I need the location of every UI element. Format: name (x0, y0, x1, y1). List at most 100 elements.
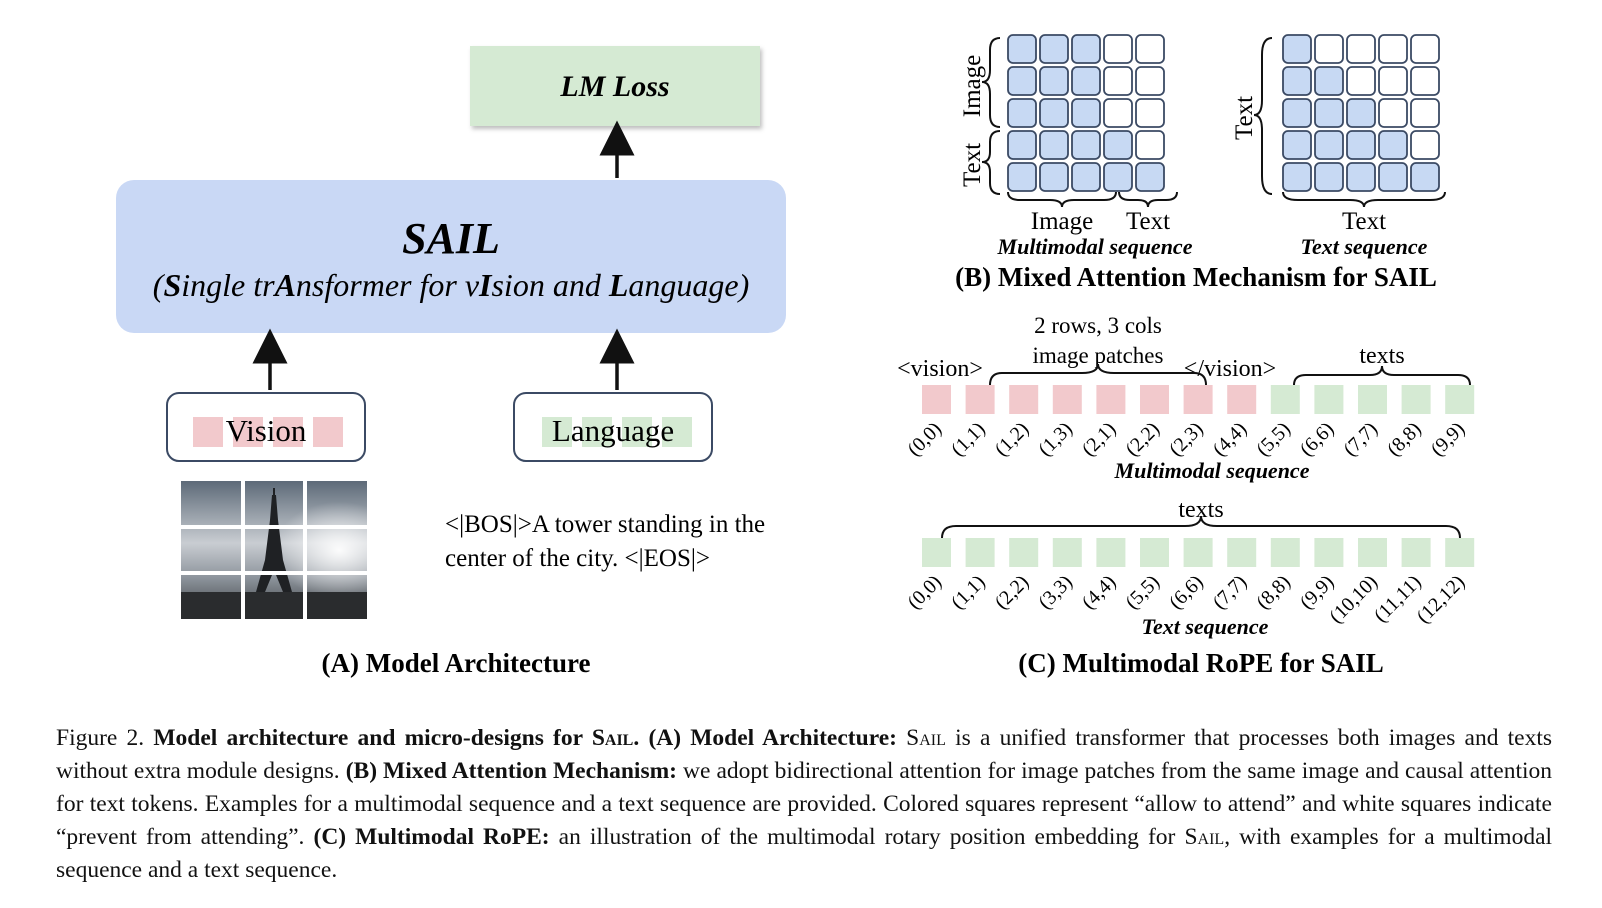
vision-token (965, 385, 995, 414)
caption-c-text-2: , with examples for a multimodal sequenc… (56, 824, 1553, 883)
attention-cell-blocked (1346, 66, 1376, 96)
vision-token (922, 385, 951, 414)
text-token (922, 538, 951, 567)
attention-cell-allowed (1071, 34, 1101, 64)
txt-row-label: Text (1231, 96, 1258, 140)
mm-seq-title: Multimodal sequence (1114, 458, 1310, 483)
attention-cell-allowed (1282, 66, 1312, 96)
caption-fig-label: Figure 2. (56, 725, 145, 751)
caption-bold-title: Model architecture and micro-designs for… (153, 725, 639, 751)
token-position-label: (5,5) (1252, 418, 1295, 461)
text-token (1401, 385, 1431, 414)
brace-mm-texts (1293, 365, 1471, 386)
text-token (1183, 538, 1213, 567)
token-position-label: (10,10) (1325, 571, 1382, 628)
caption-b-head: (B) Mixed Attention Mechanism: (345, 758, 678, 784)
text-token (1314, 385, 1344, 414)
token-position-label: (12,12) (1412, 571, 1469, 628)
vision-token (1183, 385, 1213, 414)
attention-cell-blocked (1378, 34, 1408, 64)
attention-cell-blocked (1103, 98, 1133, 128)
text-token-swatch (622, 417, 652, 447)
attention-cell-blocked (1135, 34, 1165, 64)
caption-period: . (633, 725, 640, 751)
panel-b: Image Text Image Text Multimodal sequenc… (955, 34, 1446, 292)
caption-c-text-1: an illustration of the multimodal rotary… (558, 824, 1176, 850)
token-position-label: (4,4) (1078, 571, 1121, 614)
token-position-label: (4,4) (1209, 418, 1252, 461)
attention-cell-blocked (1135, 130, 1165, 160)
token-position-label: (6,6) (1165, 571, 1208, 614)
attention-cell-allowed (1282, 34, 1312, 64)
vision-token (1140, 385, 1169, 414)
caption-sail-word-a: Sail (906, 725, 946, 751)
text-token-swatch (662, 417, 692, 447)
language-token-strip (542, 417, 692, 447)
attention-cell-allowed (1314, 66, 1344, 96)
attention-cell-allowed (1135, 162, 1165, 192)
attention-cell-allowed (1314, 162, 1344, 192)
vision-token (1009, 385, 1039, 414)
attention-cell-allowed (1039, 162, 1069, 192)
attention-cell-blocked (1135, 66, 1165, 96)
vision-label: Vision (226, 413, 307, 448)
panel-c: 2 rows, 3 cols image patches <vision> </… (897, 313, 1475, 678)
text-attention-grid (1282, 34, 1440, 192)
token-position-label: (0,0) (903, 571, 946, 614)
vision-token (1096, 385, 1126, 414)
attention-cell-allowed (1007, 162, 1037, 192)
sail-expansion-part: S (163, 267, 181, 303)
sail-expansion-part: nsformer for v (296, 267, 480, 303)
text-token (1140, 538, 1169, 567)
token-position-label: (8,8) (1383, 418, 1426, 461)
token-position-label: (7,7) (1339, 418, 1382, 461)
token-position-label: (1,2) (991, 418, 1034, 461)
vision-token-swatch (233, 417, 263, 447)
token-position-label: (2,3) (1165, 418, 1208, 461)
attention-cell-blocked (1410, 130, 1440, 160)
attention-cell-allowed (1071, 162, 1101, 192)
attention-cell-allowed (1039, 130, 1069, 160)
text-token-swatch (542, 417, 572, 447)
attention-cell-allowed (1378, 130, 1408, 160)
caption-sail-word: Sail (591, 725, 634, 751)
caption-c-head: (C) Multimodal RoPE: (313, 824, 550, 850)
sail-expansion-part: A (273, 267, 296, 303)
sail-expansion-part: anguage) (628, 267, 749, 303)
text-token (965, 538, 995, 567)
text-token (1270, 538, 1300, 567)
caption-bold-title-text: Model architecture and micro-designs for (153, 725, 583, 751)
attention-cell-allowed (1282, 162, 1312, 192)
lm-loss-box (470, 46, 760, 126)
token-position-label: (9,9) (1427, 418, 1470, 461)
mm-col-label-text: Text (1126, 208, 1170, 235)
sail-box (116, 180, 786, 333)
attention-cell-allowed (1103, 130, 1133, 160)
attention-cell-allowed (1314, 130, 1344, 160)
attention-cell-blocked (1346, 34, 1376, 64)
sail-expansion-part: L (608, 267, 629, 303)
vision-token-strip (193, 417, 343, 447)
attention-cell-allowed (1039, 98, 1069, 128)
text-token (1401, 538, 1431, 567)
token-position-label: (1,1) (947, 418, 990, 461)
patches-label-line1: 2 rows, 3 cols (1034, 313, 1162, 338)
text-token (1052, 538, 1082, 567)
text-token (1445, 538, 1475, 567)
panel-a-caption: (A) Model Architecture (322, 648, 591, 678)
image-grid-lines (181, 481, 367, 619)
attention-cell-allowed (1071, 98, 1101, 128)
language-label: Language (552, 413, 674, 448)
panel-a: LM Loss SAIL (Single trAnsformer for vIs… (116, 46, 786, 678)
attention-cell-allowed (1314, 98, 1344, 128)
token-position-label: (2,2) (1121, 418, 1164, 461)
token-position-label: (7,7) (1209, 571, 1252, 614)
text-token (1314, 538, 1344, 567)
vision-token (1227, 385, 1257, 414)
attention-cell-allowed (1039, 66, 1069, 96)
token-position-label: (5,5) (1121, 571, 1164, 614)
text-token (1270, 385, 1300, 414)
vision-token-swatch (313, 417, 343, 447)
text-token (1227, 538, 1257, 567)
